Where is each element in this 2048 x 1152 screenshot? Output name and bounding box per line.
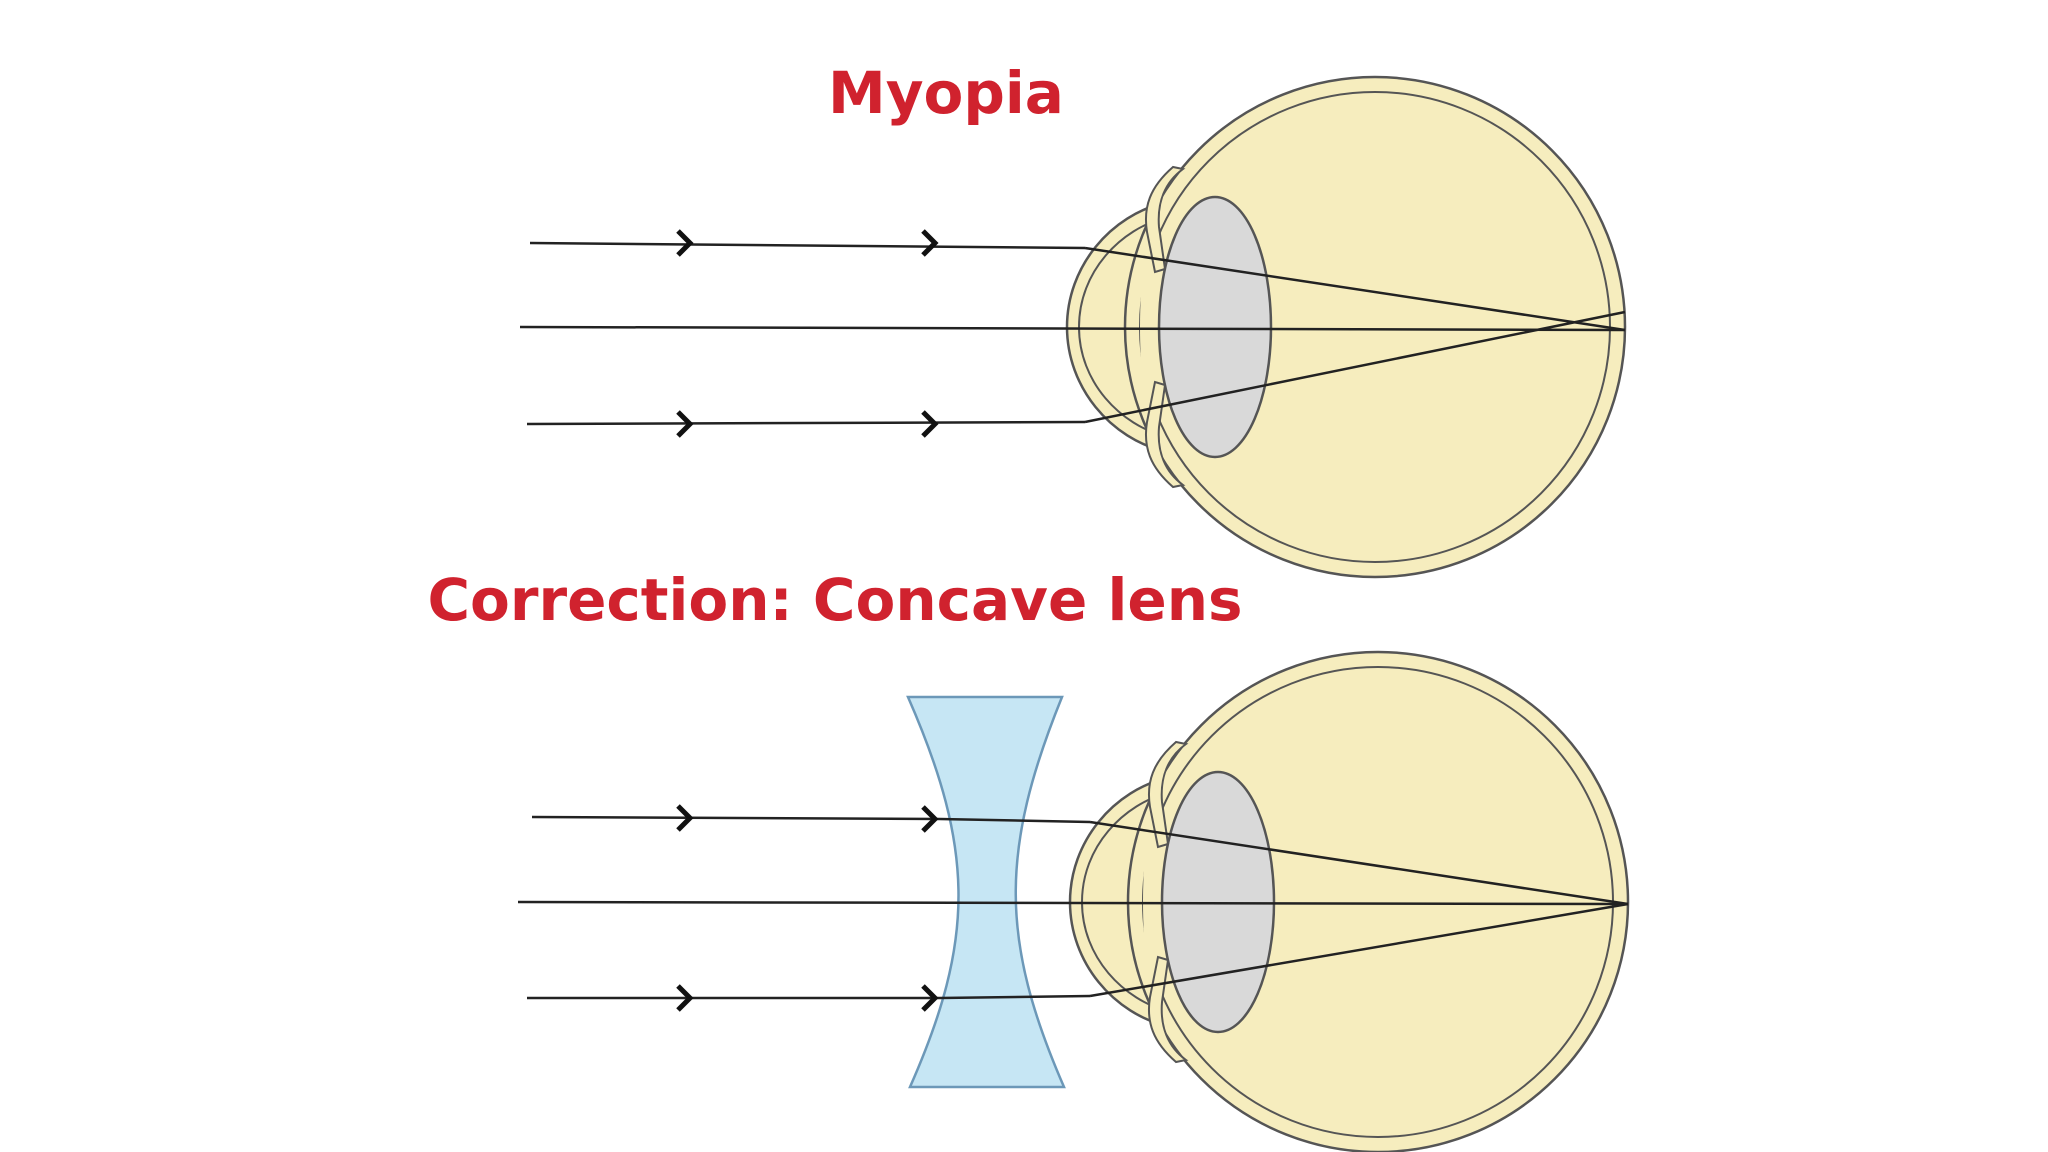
top-title: Myopia (828, 59, 1064, 127)
myopia-light-rays (519, 241, 1626, 426)
myopic-eye (1065, 75, 1627, 579)
concave-lens (906, 695, 1066, 1089)
corrected-light-rays (517, 815, 1629, 1000)
myopia-ray-arrows (678, 231, 935, 436)
bottom-title: Correction: Concave lens (427, 566, 1242, 634)
corrected-ray-arrows (678, 806, 935, 1010)
